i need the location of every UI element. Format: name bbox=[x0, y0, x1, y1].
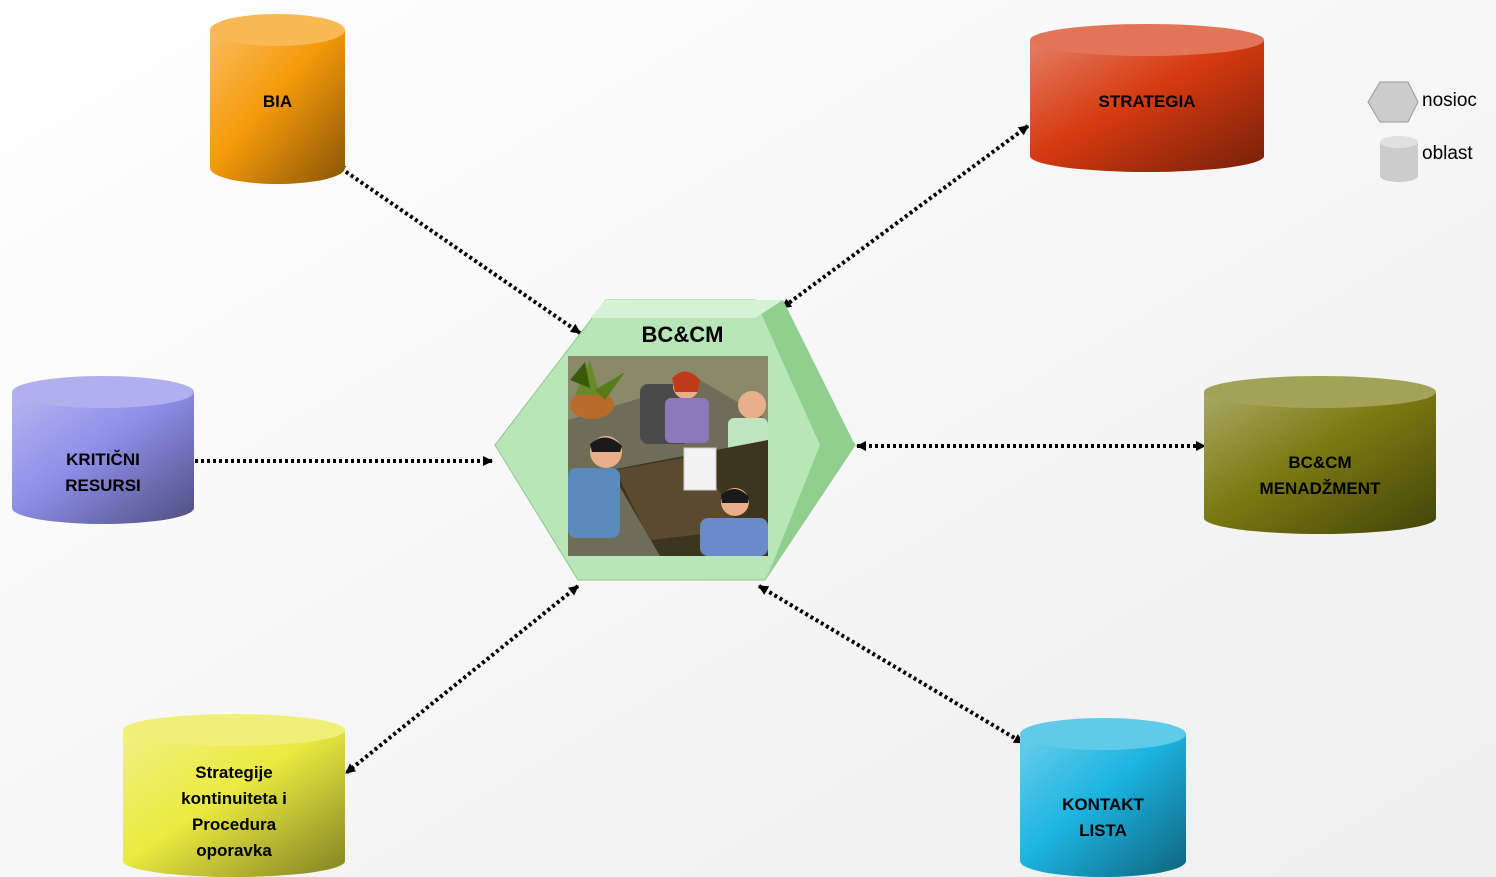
legend bbox=[1367, 81, 1419, 182]
node-label-kriticni-resursi: KRITIČNI RESURSI bbox=[65, 450, 141, 495]
hub-top bbox=[590, 300, 783, 318]
cylinder-body bbox=[12, 392, 194, 524]
cylinder-top bbox=[1204, 376, 1436, 408]
legend-label-oblast: oblast bbox=[1422, 143, 1473, 164]
legend-hexagon-icon bbox=[1367, 81, 1419, 123]
node-label-bccm-menadzment: BC&CM MENADŽMENT bbox=[1259, 453, 1381, 498]
cylinder-strategia bbox=[1030, 24, 1264, 172]
connectors bbox=[195, 124, 1206, 775]
cylinder-top bbox=[1020, 718, 1186, 750]
node-label-bia: BIA bbox=[262, 92, 293, 111]
hub-side bbox=[755, 300, 855, 580]
connector-strategije bbox=[344, 584, 580, 775]
cylinders bbox=[12, 14, 1436, 877]
cylinder-bia bbox=[210, 14, 345, 184]
legend-cylinder-top bbox=[1380, 136, 1418, 148]
legend-cylinder-icon bbox=[1380, 142, 1418, 182]
hub-hexagon bbox=[494, 299, 856, 581]
cylinder-top bbox=[1030, 24, 1264, 56]
node-label-kontakt-lista: KONTAKT LISTA bbox=[1062, 795, 1144, 840]
connector-bia bbox=[334, 163, 582, 335]
legend-label-nosioc: nosioc bbox=[1422, 90, 1477, 111]
cylinder-top bbox=[12, 376, 194, 408]
cylinder-top bbox=[210, 14, 345, 46]
cylinder-top bbox=[123, 714, 345, 746]
node-label-strategije: Strategije kontinuiteta i Procedura opor… bbox=[181, 763, 287, 860]
cylinder-body bbox=[1020, 734, 1186, 877]
node-label-strategia: STRATEGIA bbox=[1098, 92, 1196, 111]
meeting-clipart bbox=[568, 356, 768, 556]
cylinder-strategije bbox=[123, 714, 345, 877]
cylinder-kontakt bbox=[1020, 718, 1186, 877]
cylinder-body bbox=[1030, 40, 1264, 172]
cylinder-body bbox=[123, 730, 345, 877]
cylinder-kriticni bbox=[12, 376, 194, 524]
cylinder-menadzment bbox=[1204, 376, 1436, 534]
cylinder-body bbox=[210, 30, 345, 184]
cylinder-body bbox=[1204, 392, 1436, 534]
hub-title: BC&CM bbox=[641, 322, 724, 347]
